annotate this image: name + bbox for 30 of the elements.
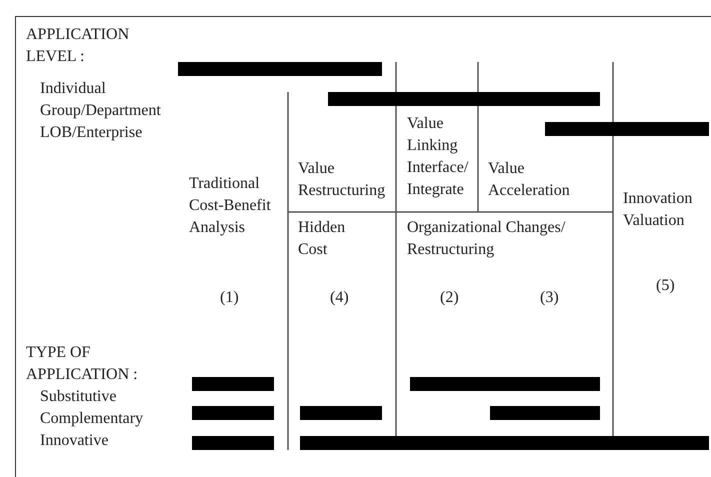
table-label: Value Restructuring (298, 159, 386, 201)
table-label: APPLICATION LEVEL : (26, 25, 130, 67)
level-bar (300, 406, 382, 420)
table-label: (5) (656, 276, 676, 296)
table-label: Innovation Valuation (623, 189, 694, 231)
level-bar (490, 406, 600, 420)
table-label: Hidden Cost (298, 218, 346, 260)
table-label: Value Acceleration (488, 159, 571, 201)
table-label: (3) (540, 288, 560, 308)
table-label: TYPE OF APPLICATION : (26, 343, 139, 385)
table-label: (4) (330, 288, 350, 308)
table-label: Organizational Changes/ Restructuring (407, 218, 566, 260)
level-bar (410, 377, 600, 391)
table-label: Complementary (40, 409, 144, 429)
table-label: (2) (440, 288, 460, 308)
table-label: Value Linking Interface/ Integrate (407, 114, 470, 200)
table-label: Innovative (40, 431, 110, 451)
table-label: (1) (220, 288, 240, 308)
table-label: Group/Department (40, 101, 162, 121)
level-bar (192, 406, 274, 420)
level-bar (178, 62, 382, 76)
table-label: Substitutive (40, 387, 118, 407)
level-bar (192, 377, 274, 391)
table-label: LOB/Enterprise (40, 123, 144, 143)
table-label: Traditional Cost-Benefit Analysis (189, 174, 272, 238)
level-bar (192, 436, 274, 450)
table-label: Individual (40, 79, 107, 99)
level-bar (545, 122, 709, 136)
level-bar (328, 92, 600, 106)
level-bar (300, 436, 709, 450)
